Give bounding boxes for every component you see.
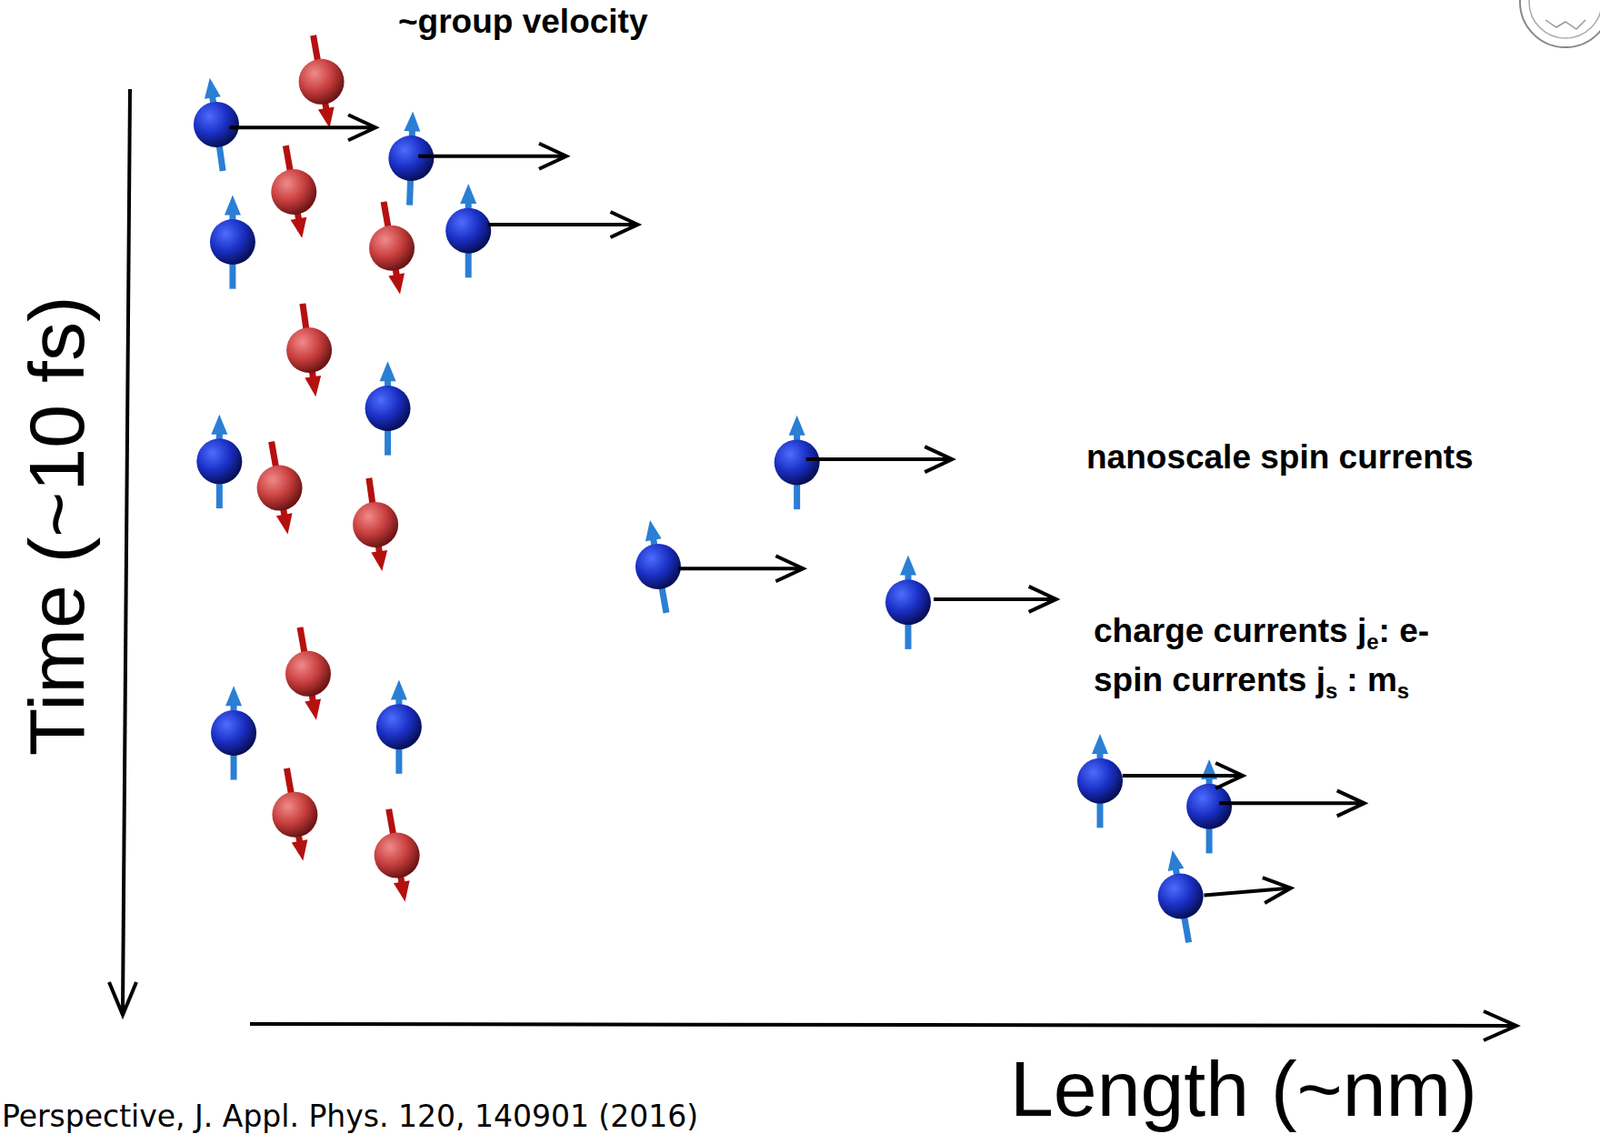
spin-up-electron	[1077, 758, 1123, 804]
spin-up-electron	[196, 438, 242, 484]
spin-down-electron	[285, 650, 331, 697]
charge-current-carrier: : e-	[1379, 611, 1430, 650]
velocity-arrow	[1122, 773, 1243, 778]
charge-current-label: charge currents j	[1093, 611, 1367, 650]
velocity-arrowhead	[924, 446, 952, 472]
spin-up-electron	[885, 579, 931, 625]
spin-up-electron	[635, 543, 681, 590]
spin-down-electron	[369, 225, 415, 271]
velocity-arrowhead	[1262, 877, 1291, 903]
nanoscale-label: nanoscale spin currents	[1086, 438, 1474, 476]
spin-up-electron	[193, 101, 240, 148]
axis-title: Time (~10 fs)	[13, 295, 100, 756]
velocity-arrowhead	[1337, 790, 1365, 816]
time-axis-label: Time (~10 fs)	[12, 295, 100, 756]
legend-text: charge currents je: e-	[1093, 612, 1430, 654]
spin-up-electron	[376, 703, 422, 750]
citation: Perspective, J. Appl. Phys. 120, 140901 …	[1, 1100, 699, 1133]
university-seal	[1520, 0, 1600, 48]
length-axis-label: Length (~nm)	[1010, 1044, 1478, 1132]
velocity-arrow	[678, 566, 803, 570]
velocity-arrow	[933, 597, 1057, 601]
spin-up-electron	[365, 385, 411, 431]
axes	[109, 89, 1517, 1040]
spin-up-electron	[210, 710, 257, 756]
spin-current-label: spin currents j	[1093, 660, 1326, 699]
group-velocity-label: ~group velocity	[398, 2, 648, 40]
spin-up-electron	[210, 219, 256, 265]
spin-up-electron	[1186, 783, 1232, 830]
velocity-arrow	[806, 457, 953, 461]
velocity-arrow	[418, 154, 567, 159]
spin-up-electron	[774, 439, 820, 485]
spin-down-electron	[352, 501, 399, 548]
velocity-arrowhead	[610, 211, 639, 238]
spin-up-electron	[388, 135, 434, 181]
spin-down-electron	[374, 832, 420, 879]
spin-down-electron	[270, 169, 317, 215]
velocity-arrowhead	[539, 143, 567, 170]
spin-down-electron	[299, 59, 345, 105]
annotation: ~group velocity	[398, 3, 648, 41]
reference: Perspective, J. Appl. Phys. 120, 140901 …	[1, 1098, 699, 1134]
annotation: nanoscale spin currents	[1086, 439, 1474, 477]
subscript: s	[1397, 678, 1410, 703]
velocity-arrowhead	[775, 555, 803, 581]
spin-down-electron	[271, 791, 318, 838]
velocity-arrowhead	[1215, 762, 1243, 789]
subscript: e	[1366, 629, 1379, 654]
velocity-arrowhead	[348, 114, 376, 140]
subscript: s	[1325, 678, 1338, 703]
legend-text: spin currents js: ms	[1093, 661, 1410, 703]
velocity-arrow	[488, 222, 639, 227]
spin-up-electron	[1158, 873, 1204, 920]
spin-down-electron	[257, 465, 303, 511]
axis-title: Length (~nm)	[1010, 1045, 1478, 1132]
spin-current-carrier: : m	[1346, 660, 1398, 699]
spin-up-electron	[445, 208, 491, 254]
velocity-arrow	[230, 125, 377, 130]
velocity-arrowhead	[1029, 586, 1057, 612]
velocity-arrow	[1219, 800, 1364, 805]
spin-down-electron	[286, 327, 332, 373]
